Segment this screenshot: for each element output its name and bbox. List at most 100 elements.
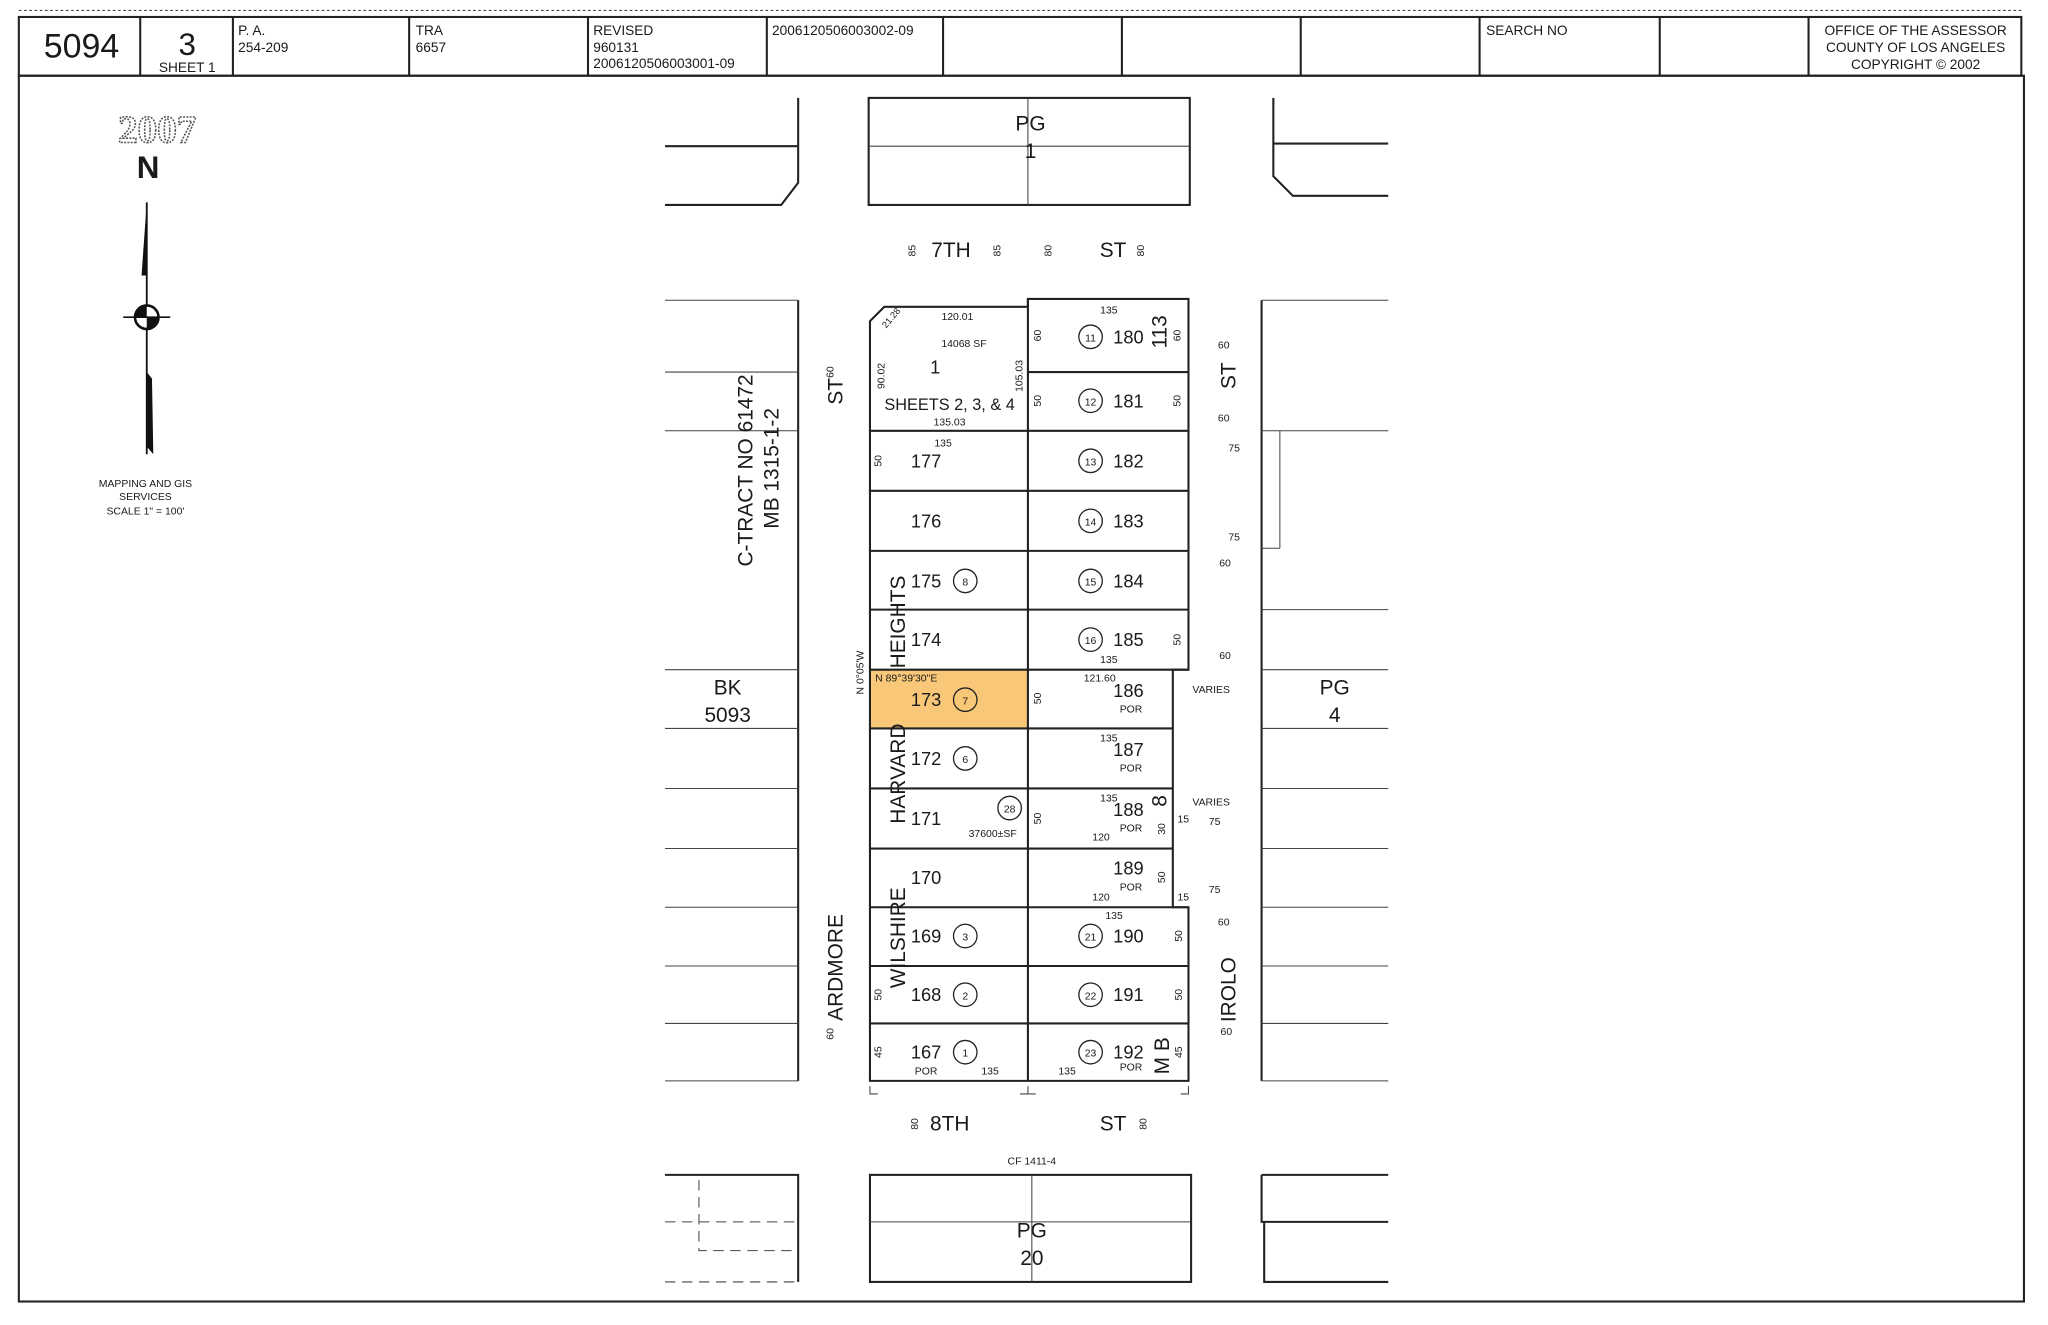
parcel-177[interactable]: 177: [911, 450, 941, 471]
portion-label: POR: [1120, 1062, 1143, 1073]
lot-number: 7: [962, 696, 968, 707]
parcel-172[interactable]: 172: [911, 748, 941, 769]
parcel-182[interactable]: 182: [1113, 450, 1143, 471]
lot-1-number[interactable]: 1: [930, 356, 940, 377]
north-label: N: [137, 150, 160, 185]
parcel-181[interactable]: 181: [1113, 390, 1143, 411]
dimension-label: 85: [993, 245, 1004, 257]
parcel-188[interactable]: 188: [1113, 799, 1143, 820]
dimension-label: 60: [1218, 918, 1230, 929]
parcel-191[interactable]: 191: [1113, 984, 1143, 1005]
dimension-label: 50: [1173, 634, 1184, 646]
adjacent-labels: BK 5093 PG 1 PG 4 PG 20: [704, 113, 1349, 1270]
dimension-label: 135: [1100, 794, 1118, 805]
dimension-label: 135: [934, 438, 952, 449]
lot-number-circle: [952, 923, 978, 949]
dimension-label: 135: [981, 1066, 999, 1077]
revised-number-1: 2006120506003001-09: [593, 56, 735, 71]
c-tract-mb: MB 1315-1-2: [761, 408, 784, 529]
dimension-label: 120: [1092, 893, 1110, 904]
parcel-183[interactable]: 183: [1113, 510, 1143, 531]
lot-number: 13: [1085, 457, 1097, 468]
credit-line-2: SERVICES: [119, 492, 172, 503]
credit-line-1: MAPPING AND GIS: [99, 479, 192, 490]
north-arrow-icon: N: [123, 150, 171, 455]
lot-number: 1: [962, 1049, 968, 1060]
dimension-label: 50: [1174, 989, 1185, 1001]
dimension-label: 135: [1100, 733, 1118, 744]
pa-value: 254-209: [238, 40, 288, 55]
lot-1-corner: 21.28: [880, 306, 902, 330]
parcel-167[interactable]: 167: [911, 1042, 941, 1063]
parcel-186[interactable]: 186: [1113, 680, 1143, 701]
pg4-label[interactable]: PG: [1320, 676, 1350, 699]
dimension-label: 50: [1157, 871, 1168, 883]
highlighted-parcel-173[interactable]: [869, 669, 1028, 729]
pg1-label[interactable]: PG: [1015, 113, 1045, 136]
dimension-label: 80: [1043, 245, 1054, 257]
parcel-190[interactable]: 190: [1113, 926, 1143, 947]
dimension-label: 50: [1033, 813, 1044, 825]
parcel-170[interactable]: 170: [911, 867, 941, 888]
lot-1-right: 105.03: [1015, 360, 1026, 392]
lot-number: 11: [1085, 333, 1096, 344]
parcel-185[interactable]: 185: [1113, 629, 1143, 650]
dimension-label: 85: [908, 245, 919, 257]
parcel-175[interactable]: 175: [911, 570, 941, 591]
tra-label: TRA: [416, 23, 444, 38]
lot-number-circle: [997, 795, 1023, 821]
dimension-label: 60: [1173, 330, 1184, 342]
lot-number-circle: [1078, 982, 1103, 1008]
parcel-176[interactable]: 176: [911, 510, 941, 531]
dimension-label: 60: [1218, 341, 1230, 352]
parcel-174[interactable]: 174: [911, 629, 941, 650]
parcel-168[interactable]: 168: [911, 984, 941, 1005]
parcel-192[interactable]: 192: [1113, 1042, 1143, 1063]
tract-wilshire: WILSHIRE: [887, 887, 910, 988]
parcel-189[interactable]: 189: [1113, 858, 1143, 879]
bk-value[interactable]: 5093: [704, 704, 750, 727]
tract-harvard: HARVARD: [887, 724, 910, 824]
sheet-number: SHEET 1: [159, 60, 216, 75]
lot-number: 6: [962, 755, 968, 766]
dimension-label: 45: [1174, 1046, 1185, 1058]
dimension-label: 60: [1219, 651, 1231, 662]
pg20-label[interactable]: PG: [1017, 1220, 1047, 1243]
portion-label: POR: [915, 1066, 938, 1077]
lot-1-bottom: 135.03: [934, 418, 966, 429]
varies-2: VARIES: [1192, 797, 1230, 808]
office-line-3: COPYRIGHT © 2002: [1851, 57, 1980, 72]
pg20-value[interactable]: 20: [1020, 1247, 1043, 1270]
portion-label: POR: [1120, 705, 1143, 716]
parcel-171[interactable]: 171: [911, 808, 941, 829]
bk-label[interactable]: BK: [714, 676, 742, 699]
parcel-180[interactable]: 180: [1113, 326, 1143, 347]
dimension-label: 135: [1100, 655, 1118, 666]
dimension-label: 60: [1033, 330, 1044, 342]
revised-label: REVISED: [593, 23, 653, 38]
street-8th: 8TH: [930, 1112, 969, 1135]
parcel-184[interactable]: 184: [1113, 570, 1143, 591]
pg1-value[interactable]: 1: [1025, 140, 1037, 163]
lot-number-circle: [1078, 627, 1103, 653]
street-ardmore-st: ST: [825, 378, 848, 405]
lot-1-left: 90.02: [876, 363, 887, 389]
dimension-label: 75: [1209, 817, 1221, 828]
parcel-187[interactable]: 187: [1113, 739, 1143, 760]
bearing-ns: N 0°05'W: [855, 650, 866, 694]
lot-number-circle: [952, 568, 978, 594]
parcel-169[interactable]: 169: [911, 926, 941, 947]
pg4-value[interactable]: 4: [1329, 704, 1341, 727]
lot-number-circle: [952, 687, 978, 713]
lot-number-circle: [1078, 448, 1103, 474]
map-book-number: 5094: [44, 27, 120, 65]
street-8th-st: ST: [1100, 1112, 1127, 1135]
dimension-label: 30: [1157, 823, 1168, 835]
dimension-label: 50: [1033, 692, 1044, 704]
parcel-173[interactable]: 173: [911, 689, 941, 710]
dimension-label: 135: [1105, 911, 1123, 922]
lot-number: 15: [1085, 577, 1097, 588]
